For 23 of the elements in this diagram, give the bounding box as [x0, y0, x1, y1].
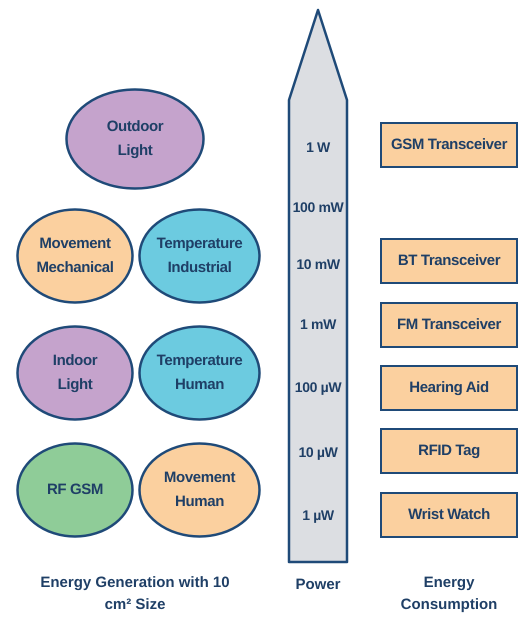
device-box: Hearing Aid [380, 365, 518, 411]
power-value: 100 µW [294, 378, 342, 397]
device-box: GSM Transceiver [380, 122, 518, 168]
source-label: Indoor Light [52, 351, 98, 395]
power-value: 1 mW [299, 315, 338, 334]
source-label: Movement Human [162, 468, 236, 512]
device-box: BT Transceiver [380, 238, 518, 284]
column-heading: Energy Consumption [400, 573, 498, 615]
power-value: 1 µW [301, 506, 335, 525]
source-label: Temperature Human [156, 351, 244, 395]
source-label: Outdoor Light [106, 117, 164, 161]
power-value: 1 W [305, 138, 332, 157]
power-value: 10 µW [298, 443, 339, 462]
power-value: 100 mW [292, 198, 345, 217]
device-box: RFID Tag [380, 428, 518, 474]
axis-title: Power [294, 575, 342, 595]
source-label: RF GSM [46, 480, 104, 500]
source-label: Temperature Industrial [156, 234, 244, 278]
device-box: FM Transceiver [380, 302, 518, 348]
column-heading: Energy Generation with 10 cm² Size [40, 573, 230, 615]
source-label: Movement Mechanical [35, 234, 115, 278]
device-box: Wrist Watch [380, 492, 518, 538]
power-value: 10 mW [295, 255, 341, 274]
